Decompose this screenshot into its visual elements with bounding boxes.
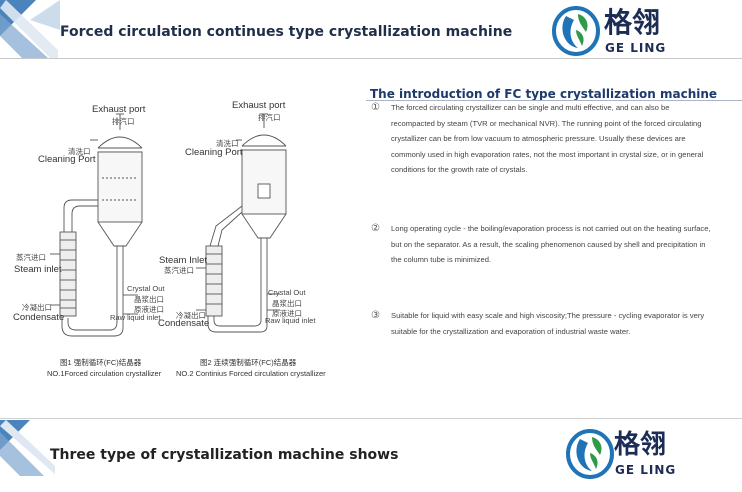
d1-exhaust-cn: 排汽口 bbox=[112, 117, 135, 126]
item-3-number: ③ bbox=[371, 310, 380, 321]
d1-steam-label: Steam inlet bbox=[14, 264, 62, 275]
d1-caption-en: NO.1Forced circulation crystallizer bbox=[47, 369, 162, 378]
footer-logo-mark-icon bbox=[566, 429, 614, 479]
d2-cleaning-label: Cleaning Port bbox=[185, 147, 243, 158]
d2-steam-cn: 蒸汽进口 bbox=[164, 266, 194, 275]
d1-exhaust-label: Exhaust port bbox=[92, 104, 146, 115]
d1-crystal-label: Crystal Out bbox=[127, 284, 165, 293]
item-2-number: ② bbox=[371, 223, 380, 234]
d2-caption-cn: 图2 连续强制循环(FC)结晶器 bbox=[200, 358, 297, 367]
header-corner-decoration bbox=[0, 0, 60, 58]
footer-logo-english-text: GE LING bbox=[615, 463, 677, 477]
item-1-number: ① bbox=[371, 102, 380, 113]
d2-raw-label: Raw liquid inlet bbox=[265, 316, 316, 325]
d1-raw-cn: 原液进口 bbox=[134, 305, 164, 314]
item-2-text: Long operating cycle - the boiling/evapo… bbox=[391, 224, 711, 265]
d2-raw-cn: 原液进口 bbox=[272, 309, 302, 318]
d1-caption-cn: 图1 强制循环(FC)结晶器 bbox=[60, 358, 142, 367]
d1-steam-cn: 蒸汽进口 bbox=[16, 253, 46, 262]
footer-logo-chinese-text: 格翎 bbox=[614, 430, 667, 460]
logo-chinese-text: 格翎 bbox=[604, 6, 661, 39]
d1-cond-cn: 冷凝出口 bbox=[22, 303, 52, 312]
d1-crystal-cn: 晶浆出口 bbox=[134, 295, 164, 304]
d2-cleaning-cn: 清洗口 bbox=[216, 139, 239, 148]
item-3-text: Suitable for liquid with easy scale and … bbox=[391, 311, 705, 336]
intro-title: The introduction of FC type crystallizat… bbox=[370, 87, 718, 101]
crystallizer-diagram-1 bbox=[50, 113, 143, 337]
header-divider bbox=[0, 58, 742, 59]
d1-cleaning-cn: 清洗口 bbox=[68, 147, 91, 156]
d1-cond-label: Condensate bbox=[13, 312, 65, 323]
d1-cleaning-label: Cleaning Port bbox=[38, 154, 96, 165]
footer-divider bbox=[0, 418, 742, 419]
d2-steam-label: Steam Inlet bbox=[159, 255, 208, 266]
logo-mark-icon bbox=[552, 6, 600, 56]
d1-raw-label: Raw liquid inlet bbox=[110, 313, 161, 322]
page-title: Forced circulation continues type crysta… bbox=[60, 24, 513, 40]
footer-corner-decoration bbox=[0, 420, 55, 490]
intro-divider bbox=[366, 100, 742, 101]
d2-cond-cn: 冷凝出口 bbox=[176, 311, 206, 320]
d2-crystal-label: Crystal Out bbox=[268, 288, 306, 297]
logo-english-text: GE LING bbox=[605, 41, 667, 55]
footer-title: Three type of crystallization machine sh… bbox=[50, 447, 399, 463]
item-1-text: The forced circulating crystallizer can … bbox=[391, 103, 704, 175]
footer-brand-logo: 格翎 GE LING bbox=[566, 426, 706, 486]
d2-exhaust-cn: 排汽口 bbox=[258, 113, 281, 122]
d2-exhaust-label: Exhaust port bbox=[232, 100, 286, 111]
d2-crystal-cn: 晶浆出口 bbox=[272, 299, 302, 308]
brand-logo: 格翎 GE LING bbox=[552, 6, 692, 58]
crystallizer-diagram-2 bbox=[196, 113, 287, 333]
d2-caption-en: NO.2 Continius Forced circulation crysta… bbox=[176, 369, 326, 378]
d2-cond-label: Condensate bbox=[158, 318, 210, 329]
